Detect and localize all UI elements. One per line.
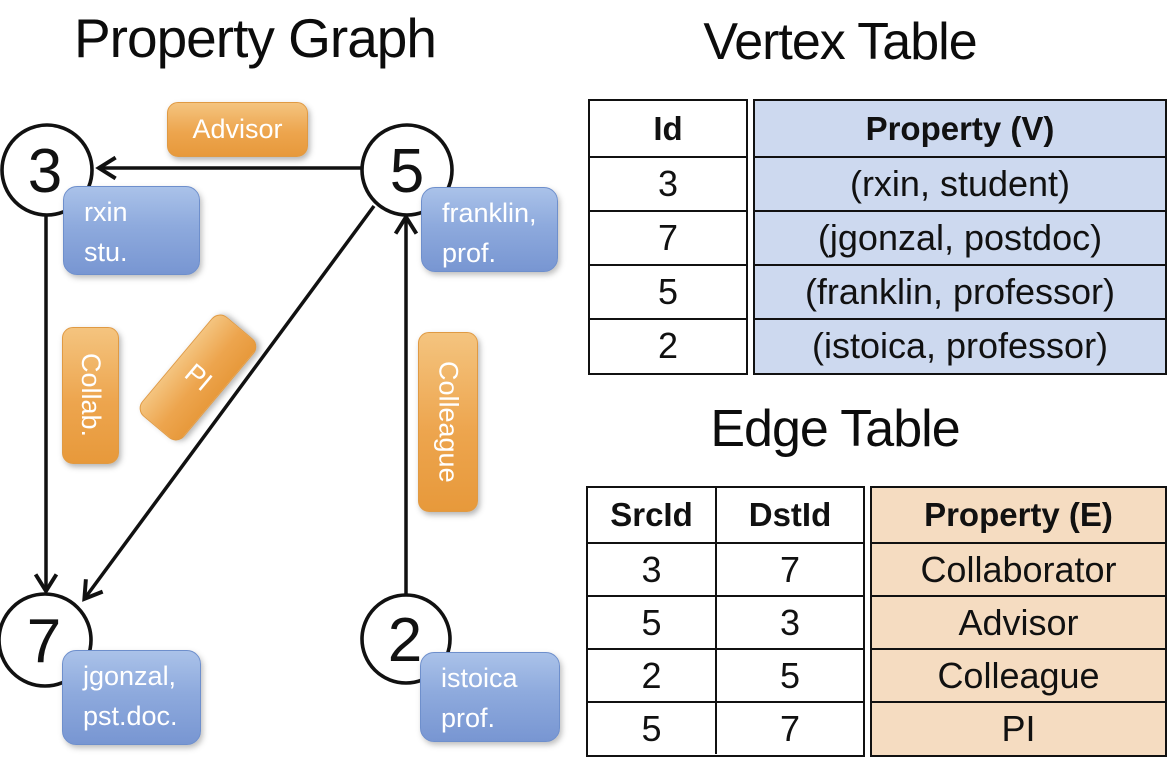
- vertex-id-7: 7: [27, 607, 61, 676]
- edge-table-title: Edge Table: [710, 400, 960, 458]
- edge-table-property-column: Property (E) Collaborator Advisor Collea…: [870, 486, 1167, 757]
- vertex-table-header-property: Property (V): [865, 109, 1055, 147]
- edge-table-srcid-cell: 2: [588, 648, 715, 701]
- vertex-property-5: franklin, prof.: [421, 187, 558, 272]
- vertex-property-5-line1: franklin,: [442, 198, 537, 228]
- edge-table-dstid-cell: 5: [715, 648, 863, 701]
- vertex-property-7-line1: jgonzal,: [83, 661, 177, 691]
- edge-label-collab: Collab.: [62, 327, 119, 464]
- edge-table-srcid-cell: 5: [588, 595, 715, 648]
- vertex-property-3-line1: rxin: [84, 197, 128, 227]
- vertex-table-title: Vertex Table: [703, 13, 977, 71]
- vertex-table-id-cell: 7: [590, 210, 746, 264]
- vertex-table-property-cell: (jgonzal, postdoc): [755, 210, 1165, 264]
- edge-table-dstid-cell: 7: [715, 701, 863, 754]
- vertex-property-7: jgonzal, pst.doc.: [62, 650, 201, 745]
- edge-label-advisor: Advisor: [167, 102, 308, 157]
- vertex-table-header-id: Id: [653, 109, 683, 147]
- edge-label-pi-text: PI: [178, 357, 218, 397]
- vertex-table-property-cell: (franklin, professor): [755, 264, 1165, 318]
- vertex-property-3-line2: stu.: [84, 237, 128, 267]
- vertex-table-id-cell: 3: [590, 156, 746, 210]
- edge-table-header-property: Property (E): [924, 496, 1113, 533]
- vertex-property-5-line2: prof.: [442, 238, 497, 268]
- vertex-property-2-line1: istoica: [441, 663, 518, 693]
- edge-table-srcid-cell: 5: [588, 701, 715, 754]
- edge-table-property-cell: Collaborator: [872, 542, 1165, 595]
- edge-label-colleague: Colleague: [418, 332, 478, 512]
- edge-table-property-cell: PI: [872, 701, 1165, 754]
- vertex-property-7-line2: pst.doc.: [83, 701, 178, 731]
- edge-table-header-srcid: SrcId: [610, 496, 693, 533]
- vertex-table-id-column: Id 3 7 5 2: [588, 99, 748, 375]
- edge-label-collab-text: Collab.: [76, 353, 106, 438]
- vertex-id-3: 3: [28, 137, 62, 206]
- edge-table-dstid-cell: 7: [715, 542, 863, 595]
- vertex-table-property-column: Property (V) (rxin, student) (jgonzal, p…: [753, 99, 1167, 375]
- edge-table-header-dstid: DstId: [715, 488, 863, 542]
- vertex-table-property-cell: (rxin, student): [755, 156, 1165, 210]
- edge-table-id-columns: SrcId DstId 3 7 5 3 2 5 5 7: [586, 486, 865, 757]
- edge-table-property-cell: Colleague: [872, 648, 1165, 701]
- vertex-id-5: 5: [390, 137, 424, 206]
- vertex-table-id-cell: 2: [590, 318, 746, 372]
- vertex-property-2-line2: prof.: [441, 703, 496, 733]
- edge-pi-arrow: [82, 204, 376, 602]
- graph-canvas: 3 5 7 2: [0, 123, 454, 688]
- vertex-table-property-cell: (istoica, professor): [755, 318, 1165, 372]
- edge-label-colleague-text: Colleague: [433, 361, 464, 483]
- vertex-property-2: istoica prof.: [420, 652, 560, 742]
- vertex-property-3: rxin stu.: [63, 186, 200, 275]
- edge-table-dstid-cell: 3: [715, 595, 863, 648]
- edge-table-property-cell: Advisor: [872, 595, 1165, 648]
- edge-table-srcid-cell: 3: [588, 542, 715, 595]
- vertex-table-id-cell: 5: [590, 264, 746, 318]
- edge-label-advisor-text: Advisor: [192, 114, 283, 144]
- graph-title: Property Graph: [73, 7, 437, 69]
- vertex-id-2: 2: [388, 606, 422, 675]
